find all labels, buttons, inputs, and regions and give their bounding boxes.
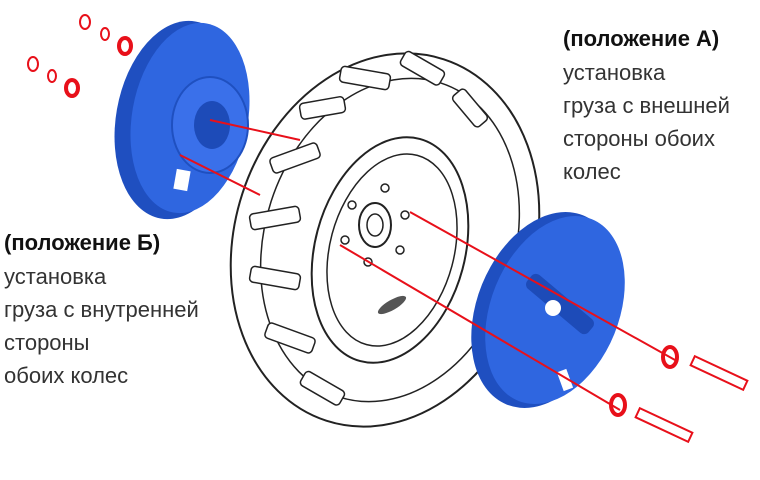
caption-line: груза с внутренней: [4, 297, 199, 322]
caption-line: стороны обоих: [563, 126, 715, 151]
caption-line: груза с внешней: [563, 93, 730, 118]
caption-line: обоих колес: [4, 363, 129, 388]
caption-position-b: (положение Б) установка груза с внутренн…: [4, 230, 199, 392]
caption-heading: (положение Б): [4, 230, 161, 255]
caption-position-a: (положение А) установка груза с внешней …: [563, 26, 730, 188]
caption-line: стороны: [4, 330, 90, 355]
weight-disk-outer: [471, 212, 625, 408]
caption-heading: (положение А): [563, 26, 720, 51]
fasteners: [27, 14, 749, 444]
caption-line: установка: [4, 264, 107, 289]
wheel: [229, 50, 541, 428]
caption-line: установка: [563, 60, 666, 85]
weight-disk-inner: [114, 20, 250, 220]
caption-line: колес: [563, 159, 621, 184]
